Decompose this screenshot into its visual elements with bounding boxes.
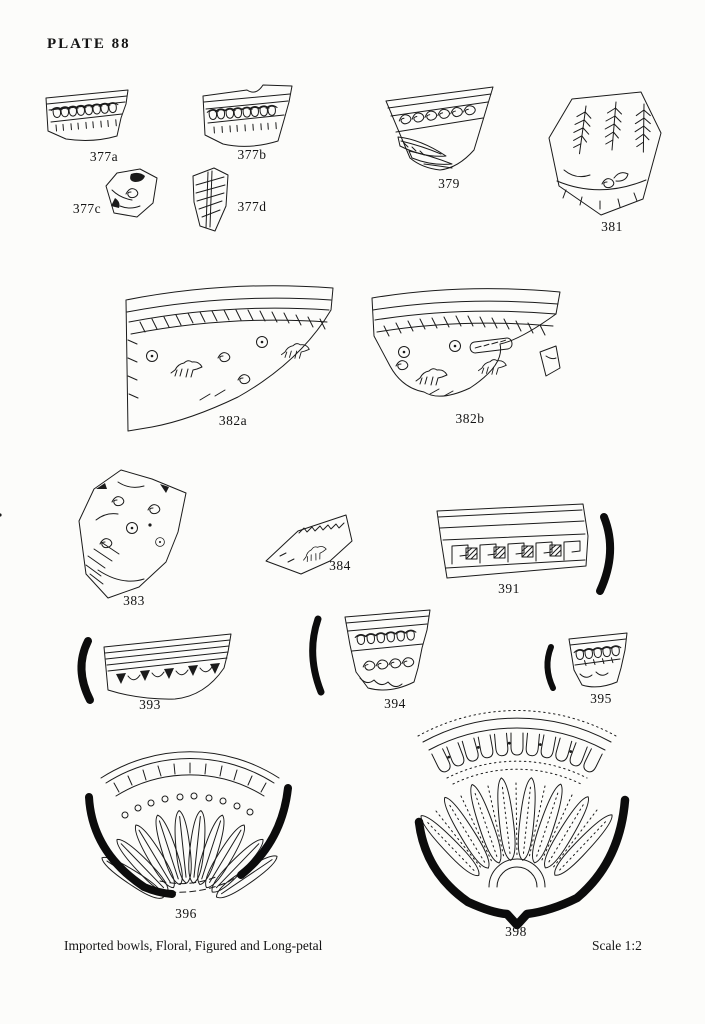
figure-label-377a: 377a: [89, 149, 119, 164]
meander-band: [451, 540, 581, 565]
scale-note: Scale 1:2: [592, 938, 642, 953]
sherd-382a: [125, 285, 334, 432]
scroll-band: [398, 104, 477, 126]
sherd-394: [344, 609, 431, 691]
petal-dotted-rays: [435, 782, 598, 870]
figure-label-377d: 377d: [237, 199, 267, 214]
bowl-396: [97, 751, 282, 904]
figure-label-377c: 377c: [72, 201, 102, 216]
figure-label-379: 379: [438, 176, 460, 191]
sherd-393: [103, 633, 232, 700]
figure-label-382b: 382b: [455, 411, 485, 426]
figure-label-377b: 377b: [237, 147, 267, 162]
sherd-377c: [105, 168, 158, 218]
scroll-band: [362, 656, 415, 672]
plate-title: PLATE 88: [47, 36, 131, 52]
sherd-377a: [45, 89, 129, 141]
figure-label-394: 394: [384, 696, 406, 711]
plate-caption: Imported bowls, Floral, Figured and Long…: [64, 938, 323, 953]
bead-row: [121, 792, 254, 819]
figure-label-396: 396: [175, 906, 197, 921]
maker-stamp: [469, 337, 513, 354]
figure-label-393: 393: [139, 697, 161, 712]
profile-section-393: [77, 637, 94, 704]
profile-section-391: [596, 513, 615, 595]
profile-section-396-left: [85, 793, 176, 898]
long-petals: [97, 809, 282, 904]
figure-label-395: 395: [590, 691, 612, 706]
sherd-395: [568, 632, 628, 688]
profile-section-398: [414, 795, 630, 930]
figure-label-384: 384: [329, 558, 351, 573]
figure-label-398: 398: [505, 924, 527, 939]
ovolo-band: [206, 104, 279, 121]
profile-section-396-right: [237, 784, 292, 879]
sherd-379: [385, 86, 494, 171]
tongue-band: [431, 732, 603, 775]
profile-section-394: [309, 615, 325, 696]
sherd-377d: [192, 167, 229, 232]
figure-label-383: 383: [123, 593, 145, 608]
sherd-384: [265, 514, 353, 575]
sherd-377b: [202, 84, 293, 147]
sherd-383: [0, 469, 187, 599]
sherd-382b: [371, 288, 561, 397]
ovolo-band: [573, 644, 623, 666]
figure-label-382a: 382a: [218, 413, 248, 428]
bowl-398: [415, 710, 618, 888]
profile-section-395: [544, 644, 556, 691]
ovolo-band: [354, 629, 418, 646]
sherd-391: [436, 503, 589, 579]
sherd-381: [548, 91, 662, 216]
figure-label-381: 381: [601, 219, 623, 234]
figure-label-391: 391: [498, 581, 520, 596]
